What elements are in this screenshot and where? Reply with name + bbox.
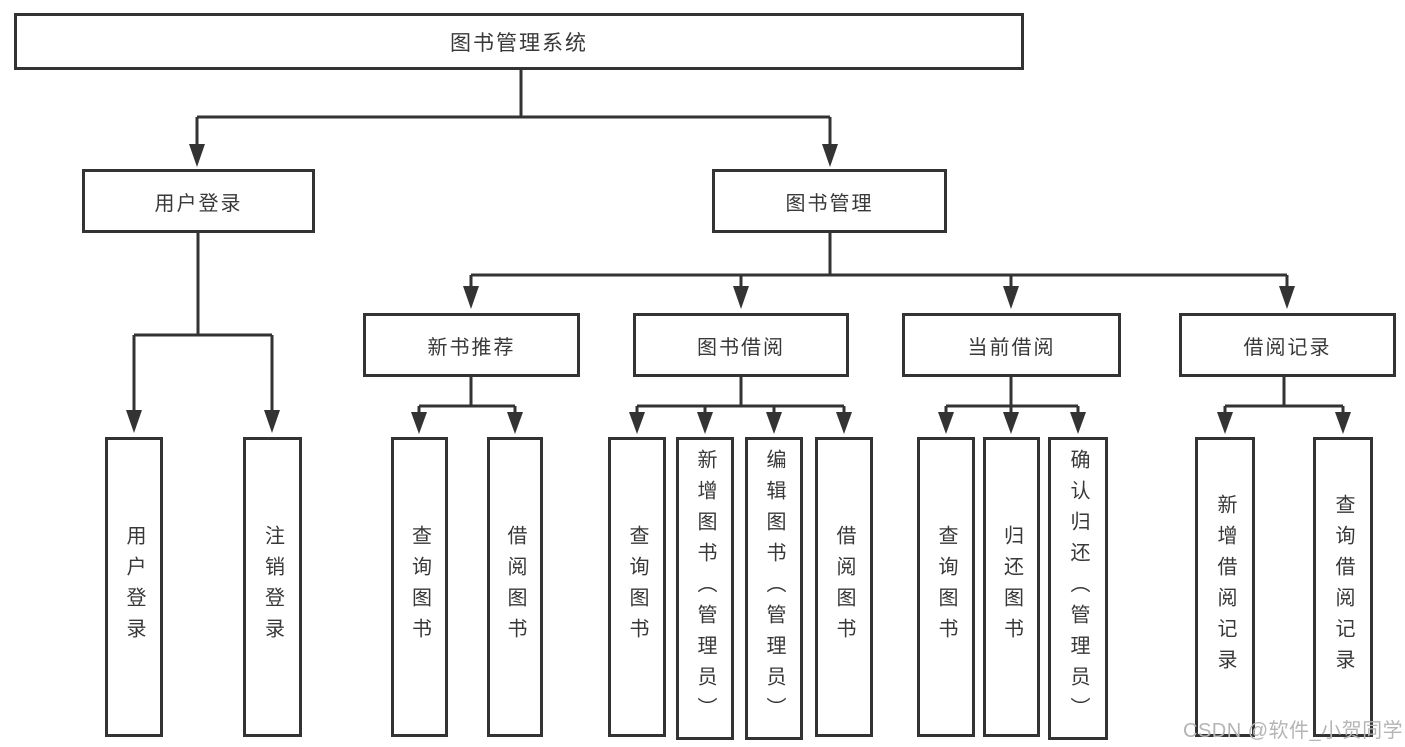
leaf-confirm-return-admin: 确认归还（管理员） (1048, 437, 1108, 740)
node-book-borrowing: 图书借阅 (633, 313, 849, 377)
leaf-edit-books-admin-label: 编辑图书（管理员） (763, 449, 785, 728)
leaf-query-borrow-record: 查询借阅记录 (1313, 437, 1373, 737)
leaf-query-books-borrowing: 查询图书 (608, 437, 666, 737)
node-current-borrowing: 当前借阅 (902, 313, 1121, 377)
leaf-borrow-books-borrowing-label: 借阅图书 (833, 525, 855, 649)
leaf-logout: 注销登录 (243, 437, 302, 737)
leaf-add-borrow-record-label: 新增借阅记录 (1214, 494, 1236, 680)
leaf-query-books-current-label: 查询图书 (935, 525, 957, 649)
leaf-return-books: 归还图书 (983, 437, 1040, 737)
leaf-query-books-current: 查询图书 (917, 437, 975, 737)
leaf-borrow-books-borrowing: 借阅图书 (815, 437, 873, 737)
leaf-add-books-admin: 新增图书（管理员） (676, 437, 734, 740)
leaf-query-books-borrowing-label: 查询图书 (626, 525, 648, 649)
csdn-watermark: CSDN @软件_小贺同学 (1183, 720, 1404, 742)
leaf-return-books-label: 归还图书 (1000, 525, 1023, 649)
leaf-borrow-books-recommend: 借阅图书 (487, 437, 543, 737)
leaf-borrow-books-recommend-label: 借阅图书 (504, 525, 526, 649)
leaf-user-login: 用户登录 (105, 437, 163, 737)
leaf-query-books-recommend-label: 查询图书 (408, 525, 431, 649)
node-book-management: 图书管理 (712, 169, 947, 233)
connector-stroke-group (132, 70, 1345, 413)
leaf-user-login-label: 用户登录 (123, 525, 145, 649)
leaf-query-books-recommend: 查询图书 (391, 437, 448, 737)
node-user-login: 用户登录 (82, 169, 315, 233)
node-borrowing-records: 借阅记录 (1179, 313, 1396, 377)
node-new-book-recommendation: 新书推荐 (363, 313, 580, 377)
arrowhead-group (126, 144, 1351, 434)
leaf-confirm-return-admin-label: 确认归还（管理员） (1067, 449, 1089, 728)
leaf-query-borrow-record-label: 查询借阅记录 (1332, 494, 1354, 680)
leaf-edit-books-admin: 编辑图书（管理员） (745, 437, 803, 740)
leaf-add-borrow-record: 新增借阅记录 (1195, 437, 1255, 737)
leaf-logout-label: 注销登录 (261, 525, 284, 649)
node-library-management-system: 图书管理系统 (14, 13, 1024, 70)
leaf-add-books-admin-label: 新增图书（管理员） (694, 449, 716, 728)
